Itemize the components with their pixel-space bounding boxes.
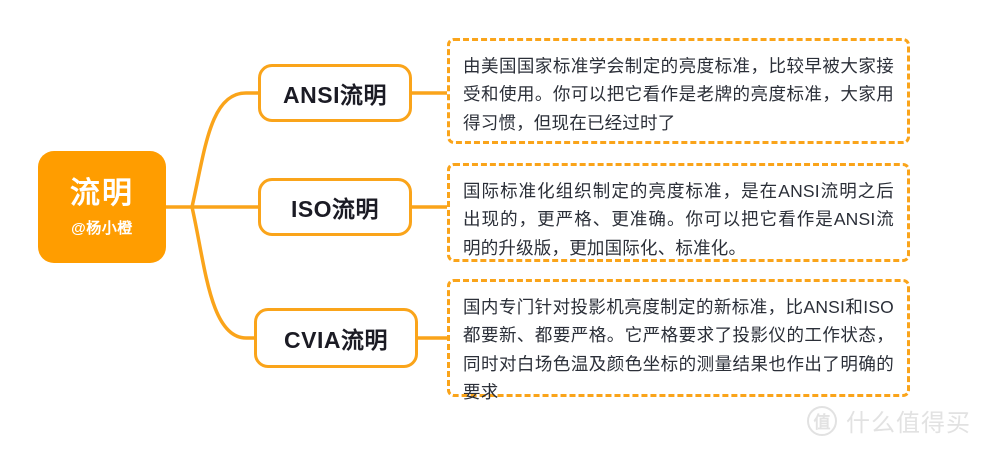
- topic-node-cvia[interactable]: CVIA流明: [254, 308, 418, 368]
- description-text-iso: 国际标准化组织制定的亮度标准，是在ANSI流明之后出现的，更严格、更准确。你可以…: [463, 181, 894, 258]
- description-text-cvia: 国内专门针对投影机亮度制定的新标准，比ANSI和ISO都要新、都要严格。它严格要…: [463, 297, 894, 403]
- topic-node-iso[interactable]: ISO流明: [258, 178, 412, 236]
- watermark-text: 什么值得买: [846, 410, 971, 437]
- watermark-logo-icon: 值: [807, 405, 837, 436]
- root-title: 流明: [70, 176, 134, 210]
- connector-root-to-cvia: [190, 205, 260, 340]
- root-node[interactable]: 流明 @杨小橙: [38, 151, 166, 263]
- description-text-ansi: 由美国国家标准学会制定的亮度标准，比较早被大家接受和使用。你可以把它看作是老牌的…: [463, 56, 894, 133]
- topic-label-ansi: ANSI流明: [283, 82, 387, 108]
- root-author-handle: @杨小橙: [71, 219, 133, 237]
- topic-label-cvia: CVIA流明: [284, 327, 388, 353]
- topic-node-ansi[interactable]: ANSI流明: [258, 64, 412, 122]
- description-box-cvia[interactable]: 国内专门针对投影机亮度制定的新标准，比ANSI和ISO都要新、都要严格。它严格要…: [447, 279, 910, 402]
- description-box-ansi[interactable]: 由美国国家标准学会制定的亮度标准，比较早被大家接受和使用。你可以把它看作是老牌的…: [447, 38, 910, 144]
- description-box-iso[interactable]: 国际标准化组织制定的亮度标准，是在ANSI流明之后出现的，更严格、更准确。你可以…: [447, 163, 910, 262]
- topic-label-iso: ISO流明: [290, 196, 380, 222]
- connector-root-to-ansi: [190, 91, 260, 209]
- watermark: 值 什么值得买: [807, 403, 971, 438]
